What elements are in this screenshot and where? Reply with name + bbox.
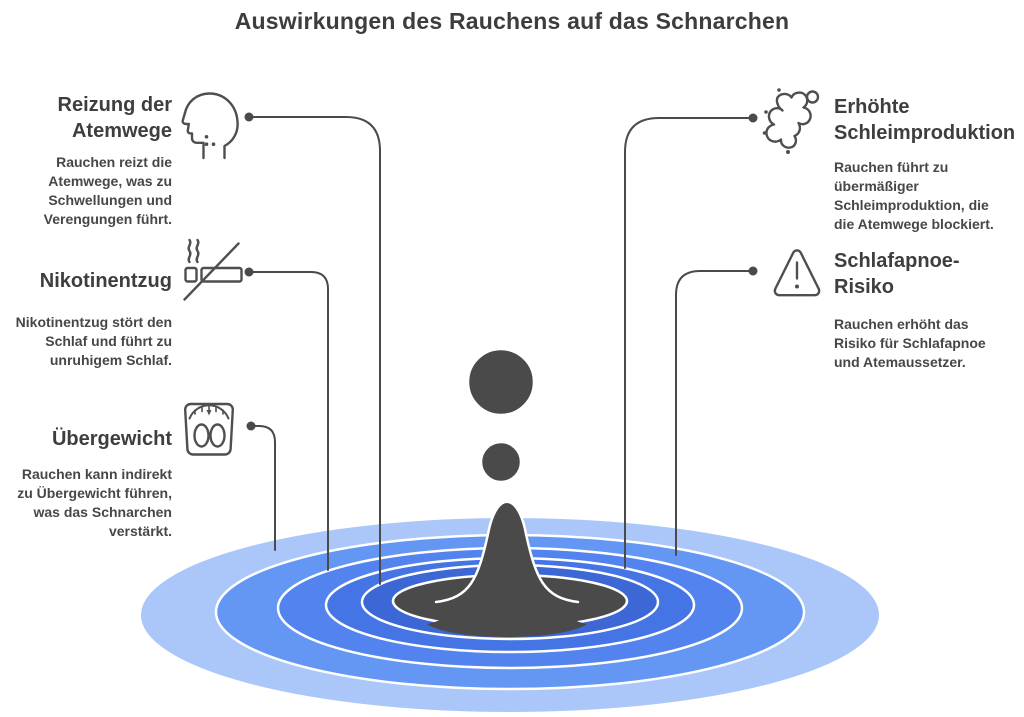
connector-lines xyxy=(244,112,758,585)
connector-dot-schleimproduktion xyxy=(748,113,758,123)
item-body-uebergewicht: Rauchen kann indirekt zu Übergewicht füh… xyxy=(17,466,172,539)
droplet-small xyxy=(479,440,523,484)
item-body-erhoehte-schleimproduktion: Rauchen führt zu übermäßiger Schleimprod… xyxy=(834,159,994,232)
mucus-splat-icon xyxy=(762,88,820,154)
weight-scale-icon xyxy=(184,402,234,456)
head-breath-icon xyxy=(181,92,239,160)
item-heading-reizung-der-atemwege: Reizung der Atemwege xyxy=(57,94,172,142)
item-heading-schlafapnoe-risiko: Schlafapnoe- Risiko xyxy=(834,250,960,298)
warning-triangle-icon xyxy=(773,249,821,297)
connector-reizung xyxy=(248,116,381,585)
connector-dot-nikotinentzug xyxy=(244,267,254,277)
connector-dot-reizung xyxy=(244,112,254,122)
item-body-reizung-der-atemwege: Rauchen reizt die Atemwege, was zu Schwe… xyxy=(43,154,172,227)
no-smoking-icon xyxy=(183,238,243,301)
droplet-large xyxy=(466,347,536,417)
splash-column-highlight xyxy=(434,500,580,604)
connector-schleimproduktion xyxy=(624,117,754,569)
water-splash xyxy=(391,347,629,637)
item-heading-uebergewicht: Übergewicht xyxy=(51,428,172,450)
connector-schlafapnoe xyxy=(675,270,754,556)
connector-dot-uebergewicht xyxy=(246,421,256,431)
splash-column xyxy=(427,501,587,637)
connector-uebergewicht xyxy=(250,425,276,551)
page-title: Auswirkungen des Rauchens auf das Schnar… xyxy=(234,8,790,34)
item-body-nikotinentzug: Nikotinentzug stört den Schlaf und führt… xyxy=(15,314,172,368)
connector-nikotinentzug xyxy=(248,271,329,571)
item-heading-erhoehte-schleimproduktion: Erhöhte Schleimproduktion xyxy=(834,96,1016,144)
item-heading-nikotinentzug: Nikotinentzug xyxy=(39,270,172,292)
item-body-schlafapnoe-risiko: Rauchen erhöht das Risiko für Schlafapno… xyxy=(834,316,986,370)
connector-dot-schlafapnoe xyxy=(748,266,758,276)
